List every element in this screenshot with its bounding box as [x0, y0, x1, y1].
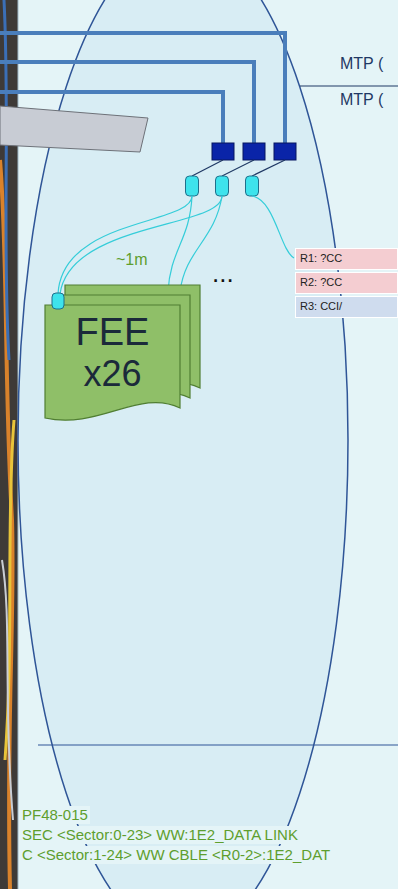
fiber-line [252, 196, 294, 258]
fanout-connector [52, 293, 64, 309]
board-name: FEE [76, 311, 150, 354]
fee-board: FEEx26 [45, 305, 180, 422]
grey-box [0, 106, 148, 152]
fiber-line [58, 196, 192, 294]
cell-text: R2: ?CC [300, 276, 342, 289]
panel-line [38, 745, 398, 746]
fan-stem [192, 160, 223, 176]
fanout-connector [186, 176, 199, 196]
cell-text: R1: ?CC [300, 252, 342, 265]
mtp-connector [274, 143, 296, 160]
fiber-line [60, 196, 222, 294]
board-count: x26 [83, 354, 141, 394]
ellipsis-mark: ... [212, 258, 234, 289]
connector-label: MTP ( [340, 90, 383, 109]
fiber-line [168, 196, 192, 292]
mtp-connector [212, 143, 234, 160]
mtp-connector [243, 143, 265, 160]
fanout-connector [246, 176, 259, 196]
connector-label: MTP ( [340, 54, 383, 73]
photo-cable [2, 560, 13, 820]
board-shape [45, 305, 180, 420]
photo-cable [4, 0, 9, 360]
table-cell: R1: ?CC [295, 248, 398, 270]
cable-code: PF48-015 [20, 806, 90, 824]
panel-line [300, 86, 398, 87]
cable-code: SEC <Sector:0-23> WW:1E2_DATA LINK [20, 826, 300, 844]
fanout-connector [216, 176, 229, 196]
fan-stem [222, 160, 254, 176]
cable-code: C <Sector:1-24> WW CBLE <R0-2>:1E2_DAT [20, 846, 332, 864]
table-cell: R2: ?CC [295, 272, 398, 294]
table-cell: R3: CCI/ [295, 296, 398, 318]
length-label: ~1m [116, 250, 148, 269]
cell-text: R3: CCI/ [300, 300, 342, 313]
fan-stem [252, 160, 285, 176]
